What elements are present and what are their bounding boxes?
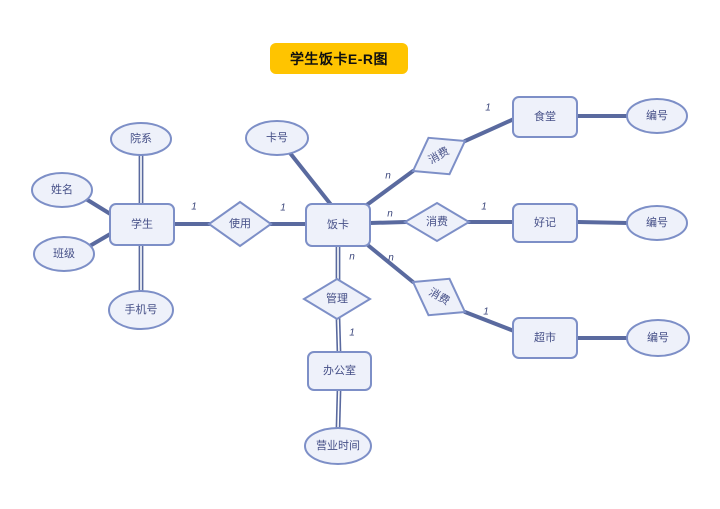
- attribute-haoji-no-label: 编号: [646, 215, 668, 229]
- relationship-consume-haoji: [403, 201, 471, 243]
- entity-canteen: [512, 96, 578, 138]
- cardinality-mealcard-consume1-label: n: [385, 171, 391, 182]
- attribute-phone: [108, 290, 174, 330]
- connector-mealcard-consume1: [362, 169, 415, 209]
- connector-name-student: [84, 197, 114, 217]
- connector-cardno-mealcard: [288, 151, 334, 208]
- entity-office: [307, 351, 372, 391]
- connector-mealcard-consume3: [362, 240, 415, 284]
- connector-manage-office: [335, 318, 339, 354]
- relationship-manage: [302, 277, 372, 321]
- diagram-title: 学生饭卡E-R图: [270, 43, 408, 74]
- connector-office-hours: [335, 389, 339, 428]
- cardinality-mealcard-manage-label: n: [349, 252, 355, 263]
- cardinality-manage-office-label: 1: [349, 328, 355, 339]
- cardinality-mealcard-consume3-label: n: [388, 253, 394, 264]
- attribute-class: [33, 236, 95, 272]
- cardinality-consume2-haoji-label: 1: [481, 202, 487, 213]
- connector-haoji-no: [576, 220, 630, 225]
- cardinality-consume1-canteen-label: 1: [485, 103, 491, 114]
- attribute-name-label: 姓名: [51, 182, 73, 196]
- entity-supermarket-label: 超市: [534, 330, 556, 344]
- attribute-canteen-no-label: 编号: [646, 108, 668, 122]
- entity-student: [109, 203, 175, 246]
- connector-office-hours: [338, 390, 342, 429]
- entity-haoji: [512, 203, 578, 243]
- attribute-supermarket-no-label: 编号: [647, 330, 669, 344]
- attribute-department: [110, 122, 172, 156]
- entity-haoji-label: 好记: [534, 215, 556, 229]
- attribute-card-no: [245, 120, 309, 156]
- relationship-consume-canteen: [411, 136, 467, 176]
- cardinality-consume3-supermarket-label: 1: [483, 307, 489, 318]
- cardinality-use-mealcard-label: 1: [280, 203, 286, 214]
- relationship-use-label: 使用: [229, 217, 251, 230]
- relationship-consume-supermarket: [411, 277, 467, 317]
- entity-supermarket: [512, 317, 578, 359]
- entity-student-label: 学生: [131, 217, 153, 231]
- connector-mealcard-consume2: [368, 220, 408, 225]
- attribute-haoji-no: [626, 205, 688, 241]
- entity-meal-card-label: 饭卡: [327, 218, 349, 231]
- entity-canteen-label: 食堂: [534, 109, 556, 123]
- attribute-name: [31, 172, 93, 208]
- attribute-department-label: 院系: [130, 131, 152, 145]
- relationship-consume-haoji-label: 消费: [426, 214, 448, 228]
- attribute-business-hours: [304, 427, 372, 465]
- relationship-use: [207, 200, 273, 248]
- cardinality-student-use-label: 1: [191, 202, 197, 213]
- attribute-card-no-label: 卡号: [266, 131, 288, 144]
- attribute-business-hours-label: 营业时间: [316, 438, 360, 452]
- attribute-phone-label: 手机号: [125, 302, 158, 316]
- cardinality-mealcard-consume2-label: n: [387, 209, 393, 220]
- attribute-supermarket-no: [626, 319, 690, 357]
- entity-meal-card: [305, 203, 371, 247]
- connector-consume3-supermarket: [463, 310, 516, 333]
- attribute-class-label: 班级: [53, 247, 75, 260]
- entity-office-label: 办公室: [323, 363, 356, 377]
- connector-manage-office: [338, 317, 342, 353]
- connector-consume1-canteen: [463, 117, 516, 143]
- attribute-canteen-no: [626, 98, 688, 134]
- relationship-manage-label: 管理: [326, 291, 348, 305]
- connector-class-student: [86, 231, 114, 249]
